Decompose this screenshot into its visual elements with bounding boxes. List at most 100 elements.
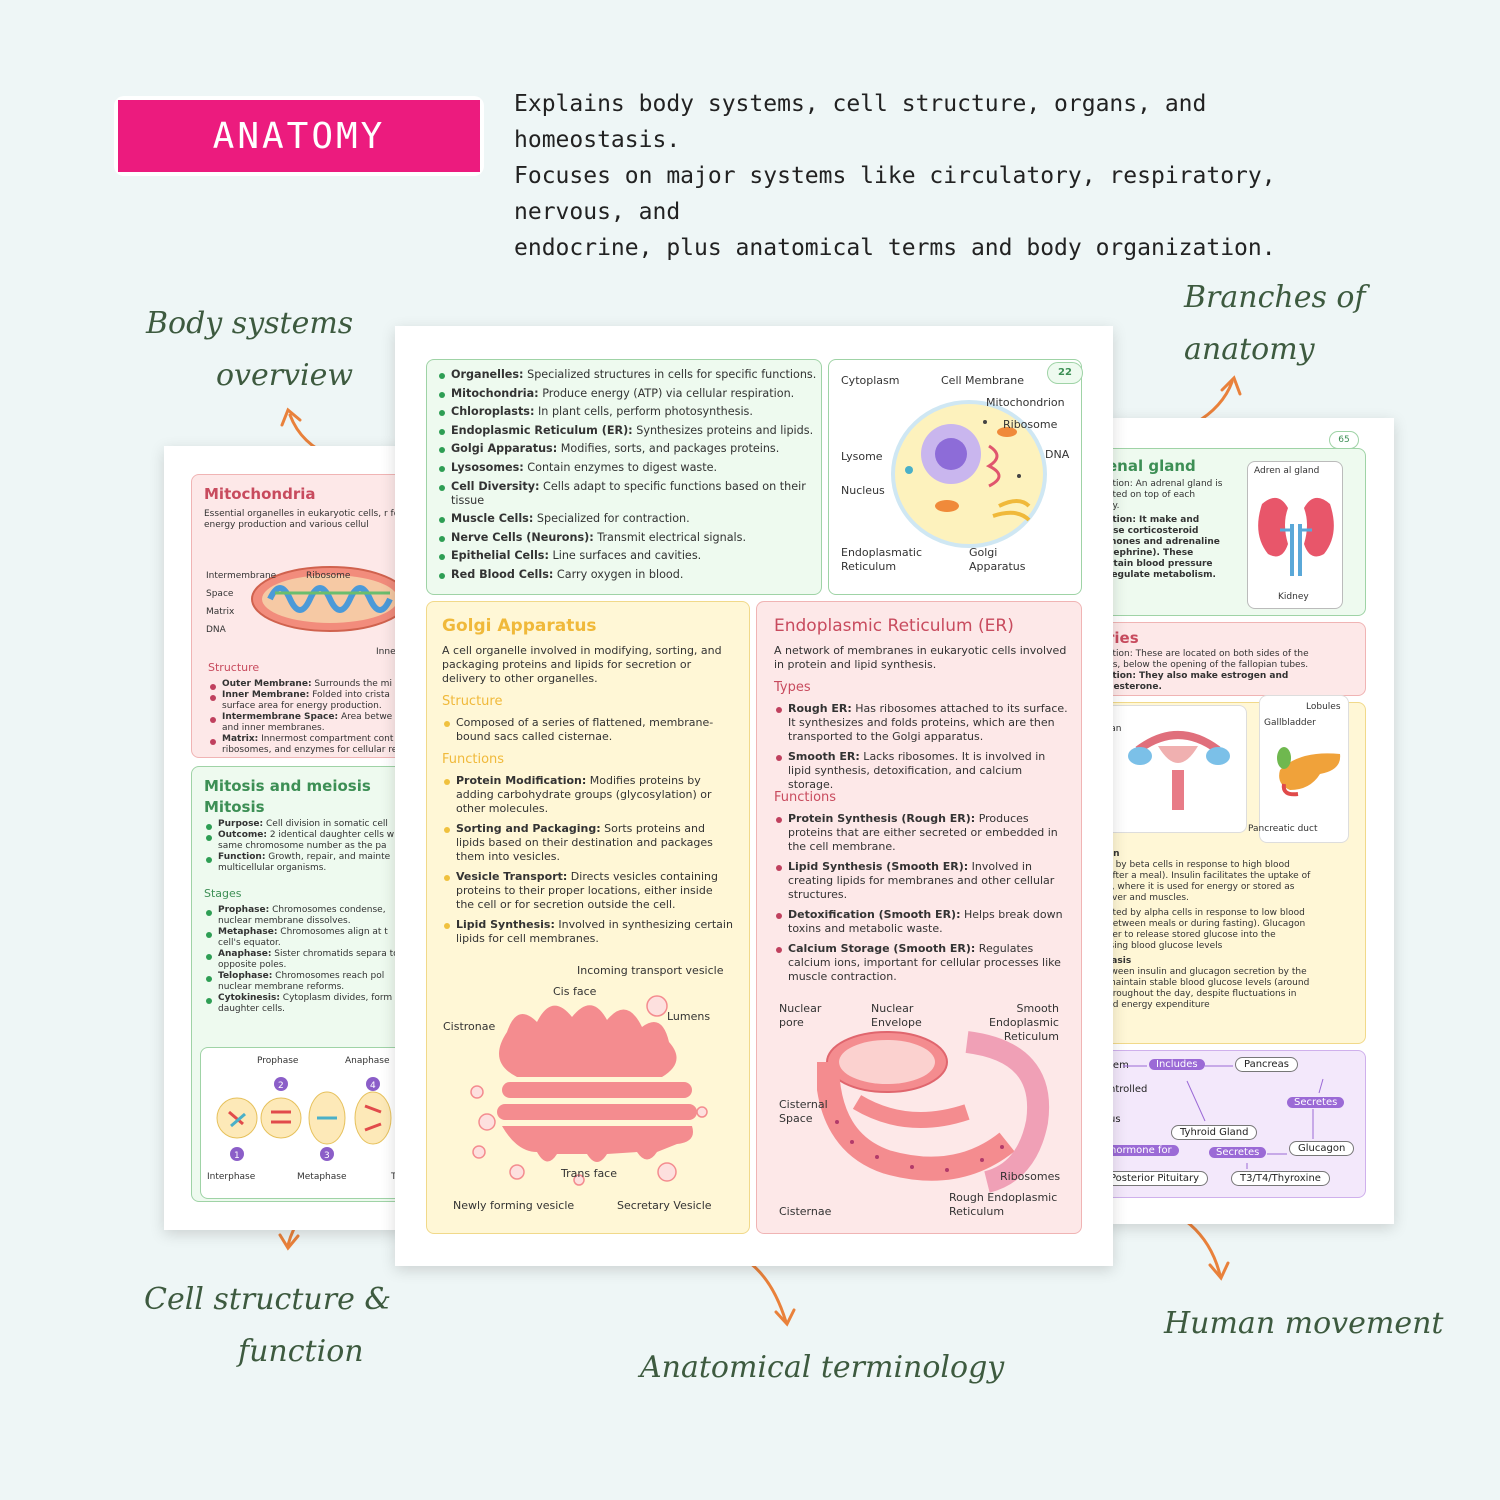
list-item: Purpose: Cell division in somatic cell (204, 819, 404, 830)
list-item: Endoplasmic Reticulum (ER): Synthesizes … (437, 424, 817, 438)
list-item: Outcome: 2 identical daughter cells w sa… (204, 830, 404, 852)
text-line: ation: These are located on both sides o… (1107, 649, 1309, 659)
mitosis-title: Mitosis and meiosis (204, 777, 371, 795)
phase-label: T (391, 1172, 397, 1182)
flow-node: tem (1109, 1060, 1129, 1071)
cell-label-mitochondrion: Mitochondrion (986, 396, 1065, 409)
flow-node: T3/T4/Thyroxine (1231, 1171, 1330, 1186)
insulin-text: on d by beta cells in response to high b… (1107, 849, 1347, 1011)
left-page: Mitochondria Essential organelles in euk… (164, 446, 404, 1230)
list-item: Detoxification (Smooth ER): Helps break … (774, 908, 1069, 936)
list-item: Lipid Synthesis (Smooth ER): Involved in… (774, 860, 1069, 902)
diagram-label: Adren al gland (1254, 466, 1320, 476)
flow-node: us (1109, 1114, 1121, 1125)
list-item: Prophase: Chromosomes condense, nuclear … (204, 905, 404, 927)
diagram-label: Intermembrane (206, 571, 277, 581)
list-item: Smooth ER: Lacks ribosomes. It is involv… (774, 750, 1069, 792)
page-number: 22 (1047, 362, 1083, 384)
animal-cell-drawing (891, 400, 1047, 548)
list-item: Lysosomes: Contain enzymes to digest was… (437, 461, 817, 475)
text-line: regulate metabolism. (1107, 570, 1216, 580)
flow-node: ntrolled (1109, 1084, 1148, 1095)
er-section: Endoplasmic Reticulum (ER) A network of … (756, 601, 1082, 1234)
text-line: tween insulin and glucagon secretion by … (1107, 967, 1307, 977)
flow-pill: Secretes (1209, 1147, 1267, 1158)
label-cell-structure: Cell structure & function (144, 1274, 391, 1378)
list-item: Intermembrane Space: Area betwe and inne… (208, 712, 398, 734)
list-item: Chloroplasts: In plant cells, perform ph… (437, 405, 817, 419)
anatomy-banner: ANATOMY (114, 96, 484, 176)
er-label-rough: Rough Endoplasmic Reticulum (949, 1191, 1058, 1218)
text-line: liver and muscles. (1107, 893, 1189, 903)
diagram-label: pian (1106, 724, 1122, 734)
phase-label: Interphase (207, 1172, 256, 1182)
golgi-label-newly: Newly forming vesicle (453, 1199, 575, 1212)
er-title: Endoplasmic Reticulum (ER) (774, 616, 1014, 636)
er-functions-title: Functions (774, 790, 837, 805)
er-label-envelope: Nuclear Envelope (871, 1002, 922, 1029)
list-item: Nerve Cells (Neurons): Transmit electric… (437, 531, 817, 545)
text-line: ver to release stored glucose into the (1107, 930, 1276, 940)
structure-list: Outer Membrane: Surrounds the mi Inner M… (208, 679, 398, 756)
list-item: Telophase: Chromosomes reach pol nuclear… (204, 971, 404, 993)
cell-label-er: Endoplasmatic Reticulum (841, 546, 923, 573)
stages-title: Stages (204, 887, 242, 900)
diagram-label: Pancreatic duct (1248, 824, 1318, 834)
mitochondria-diagram (251, 566, 404, 632)
list-item: Anaphase: Sister chromatids separa to op… (204, 949, 404, 971)
cell-label-cytoplasm: Cytoplasm (841, 374, 900, 387)
page-number: 65 (1329, 431, 1359, 449)
er-label-smooth: Smooth Endoplasmic Reticulum (989, 1002, 1059, 1043)
organelles-section: Organelles: Specialized structures in ce… (426, 359, 822, 595)
kidney-diagram: Adren al gland Kidney (1247, 461, 1343, 609)
list-item: Lipid Synthesis: Involved in synthesizin… (442, 918, 734, 946)
er-label-cisternae: Cisternae (779, 1205, 832, 1218)
text-line: between meals or during fasting). Glucag… (1107, 919, 1306, 929)
diagram-label: Gallbladder (1264, 718, 1316, 728)
center-page: Organelles: Specialized structures in ce… (395, 326, 1113, 1266)
diagram-label: Ribosome (306, 571, 351, 581)
flow-node: Posterior Pituitary (1106, 1171, 1209, 1186)
list-item: Inner Membrane: Folded into crista surfa… (208, 690, 398, 712)
er-label-cisternal: Cisternal Space (779, 1098, 828, 1125)
list-item: Organelles: Specialized structures in ce… (437, 368, 817, 382)
diagram-label: Lobules (1306, 702, 1341, 712)
text-line: ase corticosteroid (1107, 526, 1199, 536)
text-line: ated on top of each (1107, 490, 1196, 500)
step-number: 1 (234, 1151, 240, 1161)
list-item: Cell Diversity: Cells adapt to specific … (437, 480, 817, 508)
diagram-label: DNA (206, 625, 226, 635)
text-line: on (1107, 849, 1120, 859)
arrowhead (278, 1233, 300, 1251)
list-item: Metaphase: Chromosomes align at t cell's… (204, 927, 404, 949)
cell-label-membrane: Cell Membrane (941, 374, 1025, 387)
diagram-label: Inne (376, 647, 396, 657)
golgi-section: Golgi Apparatus A cell organelle involve… (426, 601, 750, 1234)
intro-line: endocrine, plus anatomical terms and bod… (514, 235, 1276, 261)
ovaries-section: ries ation: These are located on both si… (1106, 622, 1366, 696)
label-line: Cell structure & (144, 1282, 392, 1317)
golgi-structure-title: Structure (442, 694, 503, 709)
flow-pill: Secretes (1287, 1097, 1345, 1108)
arrowhead (774, 1308, 796, 1327)
arrowhead (280, 407, 302, 427)
label-line: anatomy (1184, 332, 1315, 367)
cell-label-nucleus: Nucleus (841, 484, 885, 497)
list-item: Protein Modification: Modifies proteins … (442, 774, 734, 816)
mitosis-subtitle: Mitosis (204, 798, 265, 816)
diagram-label: Space (206, 589, 234, 599)
text-line: gesterone. (1107, 682, 1162, 692)
mitosis-cells: 1 2 3 4 (216, 1077, 392, 1161)
flow-arrows (1123, 1065, 1324, 1169)
ovaries-text: ation: These are located on both sides o… (1107, 649, 1362, 693)
text-line: s, where it is used for energy or stored… (1107, 882, 1295, 892)
list-item: Red Blood Cells: Carry oxygen in blood. (437, 568, 817, 582)
label-line: function (238, 1334, 364, 1369)
arrowhead (1220, 375, 1242, 396)
list-item: Mitochondria: Produce energy (ATP) via c… (437, 387, 817, 401)
er-label-ribosomes: Ribosomes (1000, 1170, 1061, 1183)
